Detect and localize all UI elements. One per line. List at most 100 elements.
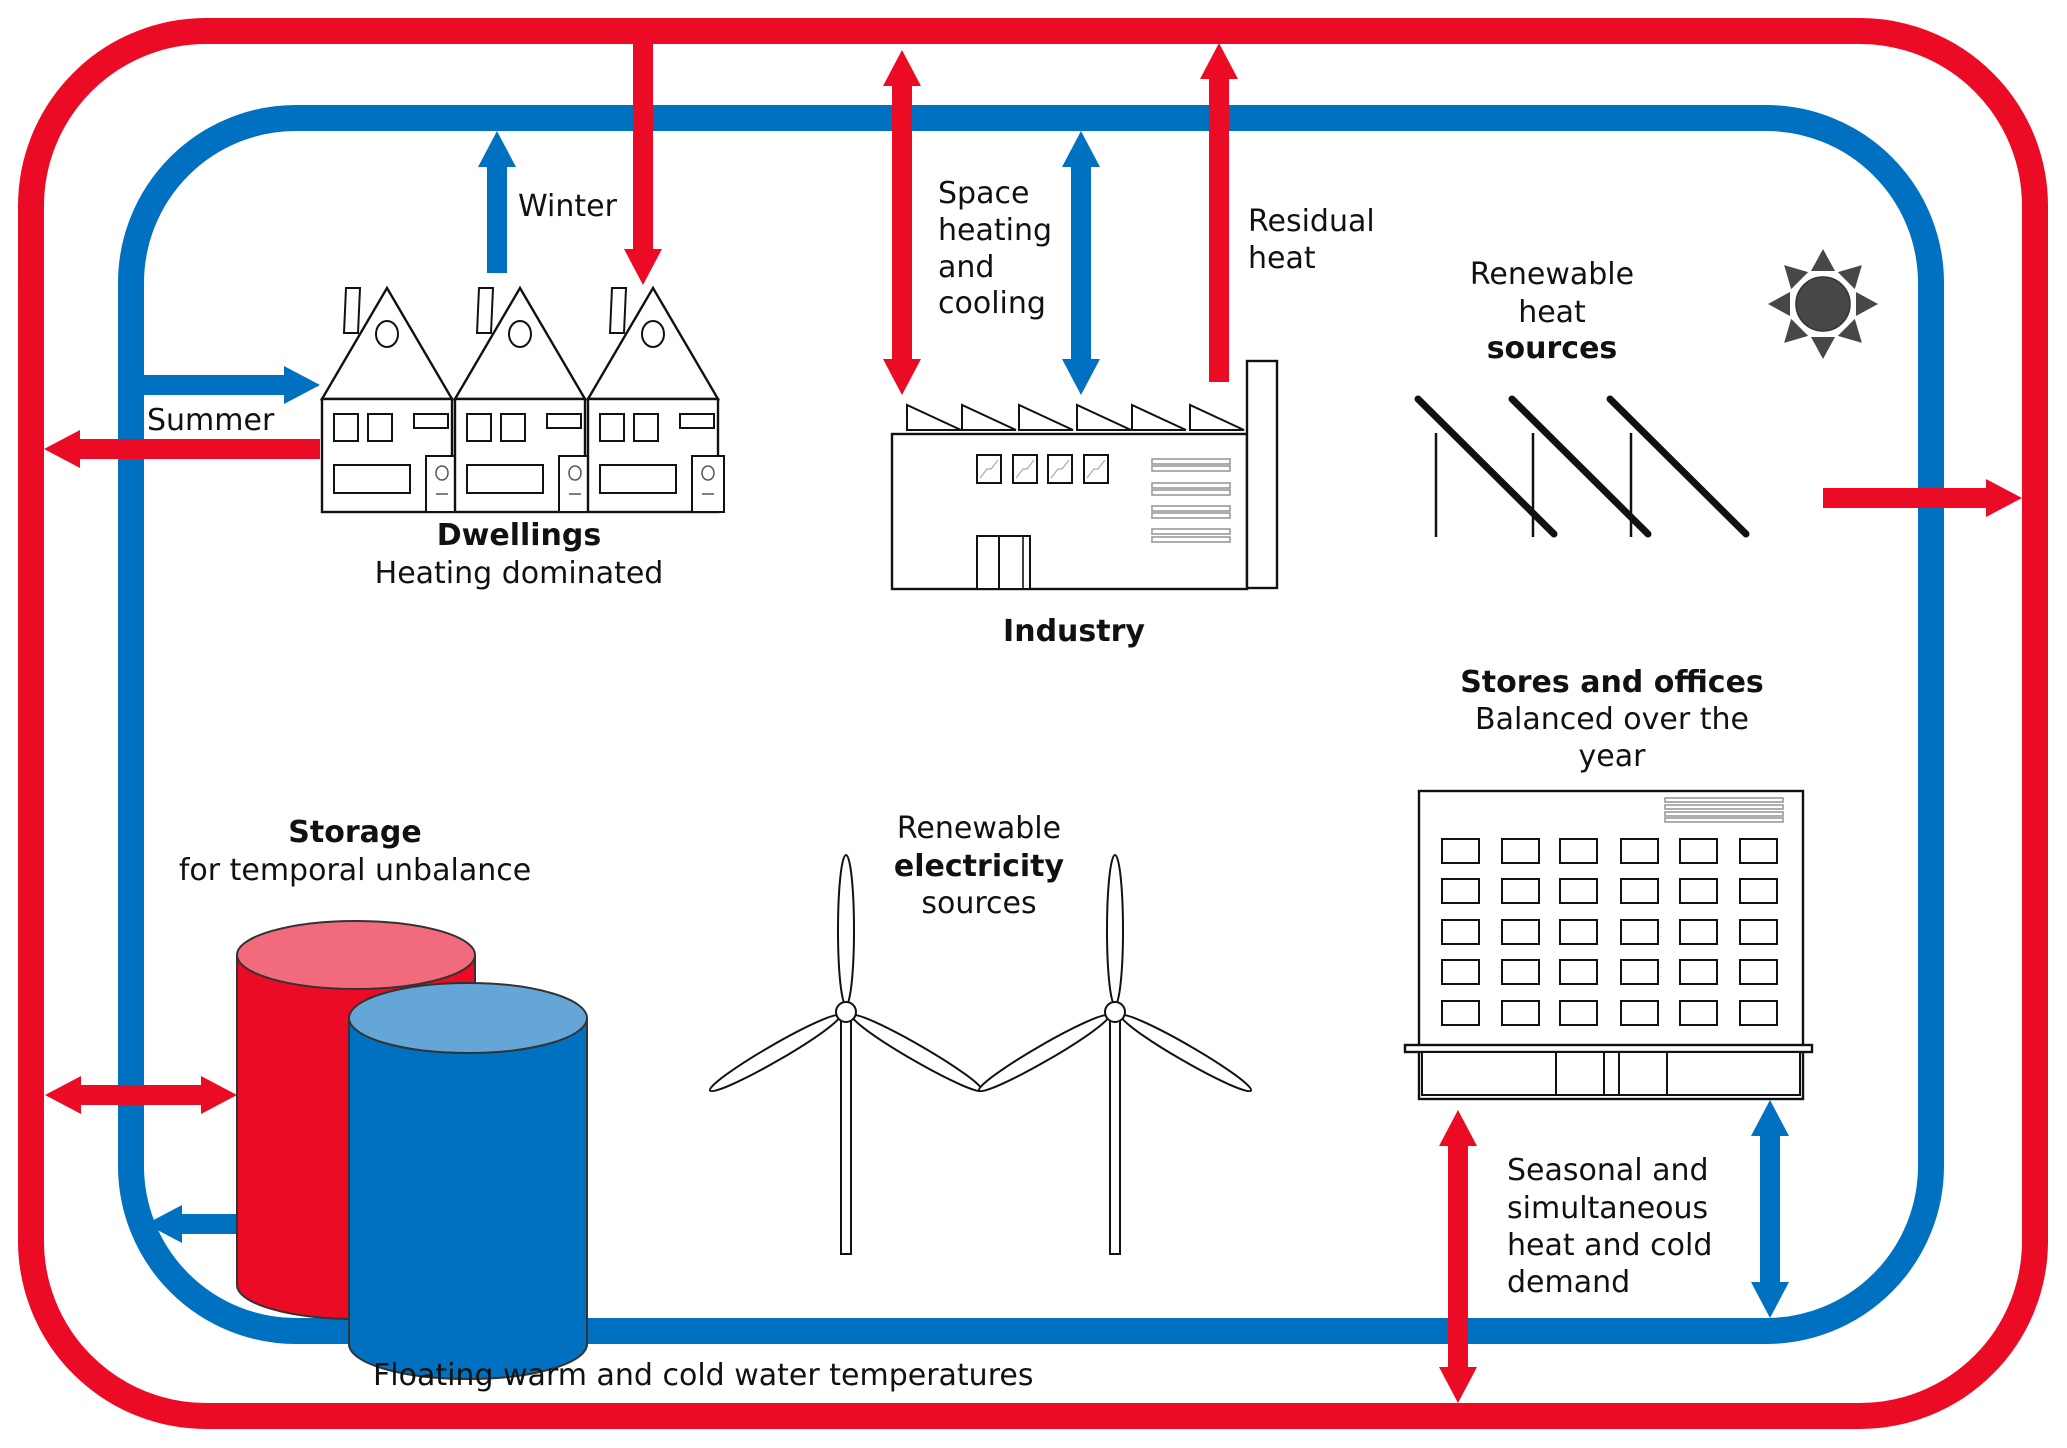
factory-vent-slat (1151, 482, 1231, 489)
house-attic-window (508, 320, 532, 348)
office-storefront (1421, 1051, 1801, 1096)
solar-panel-collector (1414, 395, 1558, 538)
industry-warm-exchange-arrow (883, 50, 921, 395)
electricity-label-3: sources (921, 886, 1036, 921)
factory-vent-slat (1151, 528, 1231, 535)
sun-ray (1856, 292, 1878, 316)
storage-subtitle: for temporal unbalance (179, 853, 531, 888)
space-heating-label-2: heating (938, 213, 1052, 248)
office-window (1620, 959, 1659, 985)
office-vent-slat (1664, 804, 1784, 810)
factory-vent-slat (1151, 465, 1231, 472)
sun-ray (1811, 249, 1835, 271)
heat-sources-label-1: Renewable (1470, 257, 1634, 292)
office-vent-slat (1664, 811, 1784, 817)
sun-icon (1768, 249, 1878, 359)
factory-illustration (890, 359, 1279, 591)
factory-window-glare (1050, 459, 1070, 479)
office-window (1679, 919, 1718, 945)
turbine-hub (1104, 1001, 1126, 1023)
dwellings-title: Dwellings (437, 518, 602, 553)
solar-thermal-panels (1414, 395, 1750, 538)
factory-window-glare (1086, 459, 1106, 479)
house-window-large (599, 464, 677, 494)
demand-label-2: simultaneous (1507, 1191, 1708, 1226)
dwellings-illustration (319, 285, 725, 514)
sun-ray (1784, 318, 1809, 343)
house-window-large (466, 464, 544, 494)
house-window (367, 413, 393, 442)
office-window (1679, 878, 1718, 904)
house-door-knob (568, 465, 582, 481)
roof-segment (1189, 403, 1245, 431)
sun-disc (1795, 276, 1851, 332)
house-door (691, 455, 725, 513)
factory-vent-slat (1151, 536, 1231, 543)
house-door-knob (435, 465, 449, 481)
residual-heat-label-2: heat (1248, 241, 1316, 276)
factory-window (1012, 454, 1038, 484)
sun-ray (1811, 337, 1835, 359)
house (319, 285, 459, 514)
turbine-blade (837, 854, 855, 1006)
sun-ray (1768, 292, 1790, 316)
office-window (1559, 838, 1598, 864)
winter-arrow (478, 131, 516, 273)
turbine-blade (977, 1013, 1111, 1093)
offices-cold-arrow (1751, 1100, 1789, 1318)
house-window (599, 413, 625, 442)
roof-segment (906, 403, 962, 431)
house-chimney (475, 287, 495, 334)
offices-subtitle-2: year (1579, 739, 1647, 774)
office-window (1441, 959, 1480, 985)
office-window (1559, 959, 1598, 985)
factory-door (976, 535, 1031, 590)
office-window (1679, 959, 1718, 985)
house-window (466, 413, 492, 442)
house-window (679, 413, 715, 429)
summer-warm-arrow (44, 430, 320, 468)
summer-cold-arrow (144, 366, 320, 404)
office-window (1739, 959, 1778, 985)
wind-turbine (708, 854, 984, 1255)
office-window (1501, 878, 1540, 904)
turbine-tower (840, 1019, 852, 1255)
heat-sources-label-2: heat (1518, 295, 1586, 330)
offices-warm-arrow (1439, 1110, 1477, 1403)
space-heating-label-1: Space (938, 176, 1029, 211)
sun-ray (1784, 265, 1809, 290)
solar-panel (1606, 395, 1750, 538)
turbine-blade (708, 1013, 842, 1093)
office-window (1620, 919, 1659, 945)
roof-segment (1018, 403, 1074, 431)
solar-panel (1508, 395, 1652, 538)
storage-title: Storage (288, 815, 421, 850)
office-vent-slat (1664, 817, 1784, 823)
offices-title: Stores and offices (1460, 665, 1764, 700)
demand-label-1: Seasonal and (1507, 1153, 1709, 1188)
house-chimney (342, 287, 362, 334)
warm-pipe-loop (18, 18, 2048, 1429)
sun-ray (1837, 265, 1862, 290)
office-window (1620, 878, 1659, 904)
office-window (1739, 1000, 1778, 1026)
demand-label-4: demand (1507, 1265, 1630, 1300)
office-window (1441, 838, 1480, 864)
office-window (1620, 1000, 1659, 1026)
factory-vent-slat (1151, 505, 1231, 512)
office-window (1501, 838, 1540, 864)
industry-cold-exchange-arrow (1062, 131, 1100, 395)
solar-panel (1414, 395, 1558, 538)
house (585, 285, 725, 514)
cold-pipe-loop (118, 105, 1944, 1344)
office-window (1501, 959, 1540, 985)
roof-segment (961, 403, 1017, 431)
winter-label: Winter (518, 189, 618, 224)
factory-chimney (1245, 359, 1279, 590)
factory-windows (976, 454, 1109, 484)
turbine-hub (835, 1001, 857, 1023)
turbine-blade (1119, 1013, 1253, 1093)
house-door-knob (701, 465, 715, 481)
roof-segment (1076, 403, 1132, 431)
